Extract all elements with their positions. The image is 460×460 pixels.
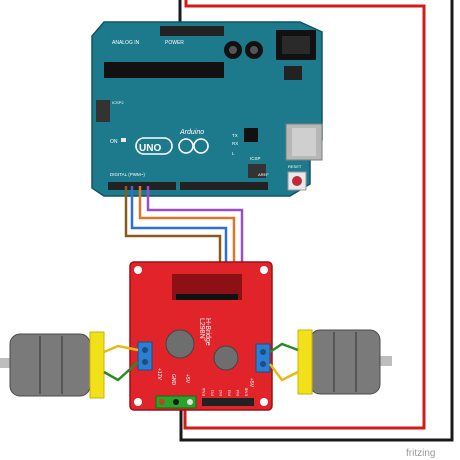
right-motor-endcap	[297, 329, 313, 395]
mount-hole-4	[260, 398, 268, 406]
digital-label: DIGITAL (PWM~)	[110, 172, 145, 177]
capacitor-2-top	[250, 46, 258, 54]
aref-label: AREF	[258, 172, 269, 177]
mount-hole-2	[260, 266, 268, 274]
atmega-chip	[104, 62, 224, 78]
driver-subtitle-label: H-Bridge	[204, 318, 211, 346]
usb-port-inner	[292, 128, 316, 156]
arduino-board: ANALOG IN POWER ICSP2 UNO Arduino ON TX	[91, 21, 323, 197]
terminal-motor-b	[255, 343, 271, 373]
reset-label: RESET	[288, 164, 302, 169]
rx-label: RX	[232, 141, 238, 146]
icsp2-header	[96, 100, 110, 122]
reset-button-cap	[292, 176, 302, 186]
driver-capacitor-1	[165, 329, 195, 359]
power-wires	[178, 0, 454, 442]
mount-hole-1	[134, 266, 142, 274]
left-motor-green-wire	[103, 361, 139, 382]
left-motor-shaft	[0, 358, 12, 368]
digital-header-1	[108, 182, 176, 190]
right-motor-shaft	[378, 356, 392, 366]
on-led	[121, 138, 126, 142]
arduino-logo	[135, 137, 209, 155]
driver-chip	[176, 294, 238, 300]
driver-capacitor-2	[213, 345, 239, 371]
l-led-label: L	[232, 151, 235, 156]
left-motor-endcap	[89, 331, 105, 399]
terminal-motor-a-screw-2	[142, 359, 148, 365]
uno-label: UNO	[139, 143, 161, 154]
control-pin-label-in3: IN3	[227, 389, 232, 396]
right-motor	[269, 329, 392, 395]
black-ground-wire-bottom	[179, 0, 454, 442]
power-header	[160, 26, 224, 36]
terminal-gnd-screw	[173, 399, 179, 405]
left-motor-body	[9, 333, 91, 397]
pin-5v-right-label: +5V	[248, 378, 254, 388]
power-label: POWER	[165, 40, 184, 46]
terminal-motor-a	[137, 341, 153, 371]
terminal-5v-screw	[187, 399, 193, 405]
icsp2-label: ICSP2	[112, 100, 124, 105]
arduino-brand-label: Arduino	[179, 129, 204, 136]
left-motor	[0, 331, 139, 399]
voltage-regulator	[284, 66, 302, 80]
analog-in-label: ANALOG IN	[112, 40, 140, 46]
driver-name-label: L298N	[198, 318, 205, 339]
control-pin-label-in2: IN2	[218, 389, 223, 396]
power-jack-inner	[282, 36, 310, 54]
control-pin-label-in1: IN1	[210, 389, 215, 396]
control-pin-label-enb: ENB	[244, 387, 249, 396]
pin-5v-label: +5V	[184, 374, 190, 384]
red-power-wire	[183, 0, 426, 430]
on-led-label: ON	[110, 139, 118, 145]
right-motor-body	[309, 329, 381, 395]
pin-gnd-label: GND	[170, 374, 176, 386]
control-pin-label-in4: IN4	[235, 389, 240, 396]
terminal-motor-b-screw-2	[260, 361, 266, 367]
terminal-motor-a-screw-1	[142, 347, 148, 353]
digital-header-2	[180, 182, 268, 190]
fritzing-watermark: fritzing	[406, 448, 435, 459]
icsp-header	[248, 164, 266, 178]
pin-12v-label: +12V	[156, 368, 162, 380]
terminal-12v-screw	[159, 399, 165, 405]
right-motor-green-wire	[269, 342, 299, 354]
control-pin-label-ena: ENA	[201, 387, 206, 396]
usb-chip	[244, 128, 258, 142]
icsp-label: ICSP	[250, 156, 261, 161]
mount-hole-3	[134, 398, 142, 406]
tx-label: TX	[232, 133, 238, 138]
terminal-motor-b-screw-1	[260, 349, 266, 355]
control-header	[202, 398, 254, 406]
capacitor-1-top	[229, 46, 237, 54]
right-motor-yellow-wire	[269, 363, 299, 382]
left-motor-yellow-wire	[103, 344, 139, 354]
